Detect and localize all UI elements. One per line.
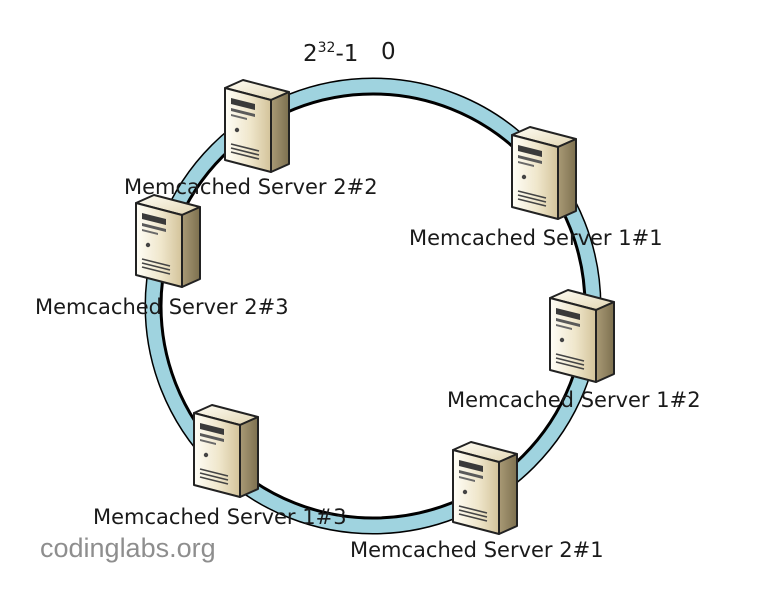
- server-tower-icon: [135, 194, 201, 288]
- watermark: codinglabs.org: [40, 533, 216, 563]
- server-label-2-1: Memcached Server 2#1: [350, 538, 604, 562]
- hash-max-label: 232-1: [303, 41, 358, 66]
- server-tower-icon: [549, 289, 615, 383]
- hash-zero-label: 0: [381, 39, 396, 65]
- server-label-1-2: Memcached Server 1#2: [447, 388, 701, 412]
- server-tower-icon: [193, 404, 259, 498]
- hash-max-base: 2: [303, 41, 318, 67]
- server-label-1-1: Memcached Server 1#1: [409, 226, 663, 250]
- server-label-2-3: Memcached Server 2#3: [35, 295, 289, 319]
- server-tower-icon: [452, 441, 518, 535]
- hash-max-suffix: -1: [335, 41, 359, 67]
- server-tower-icon: [224, 79, 290, 173]
- server-tower-icon: [511, 126, 577, 220]
- server-label-2-2: Memcached Server 2#2: [124, 175, 378, 199]
- hash-max-exponent: 32: [317, 40, 336, 56]
- server-label-1-3: Memcached Server 1#3: [93, 505, 347, 529]
